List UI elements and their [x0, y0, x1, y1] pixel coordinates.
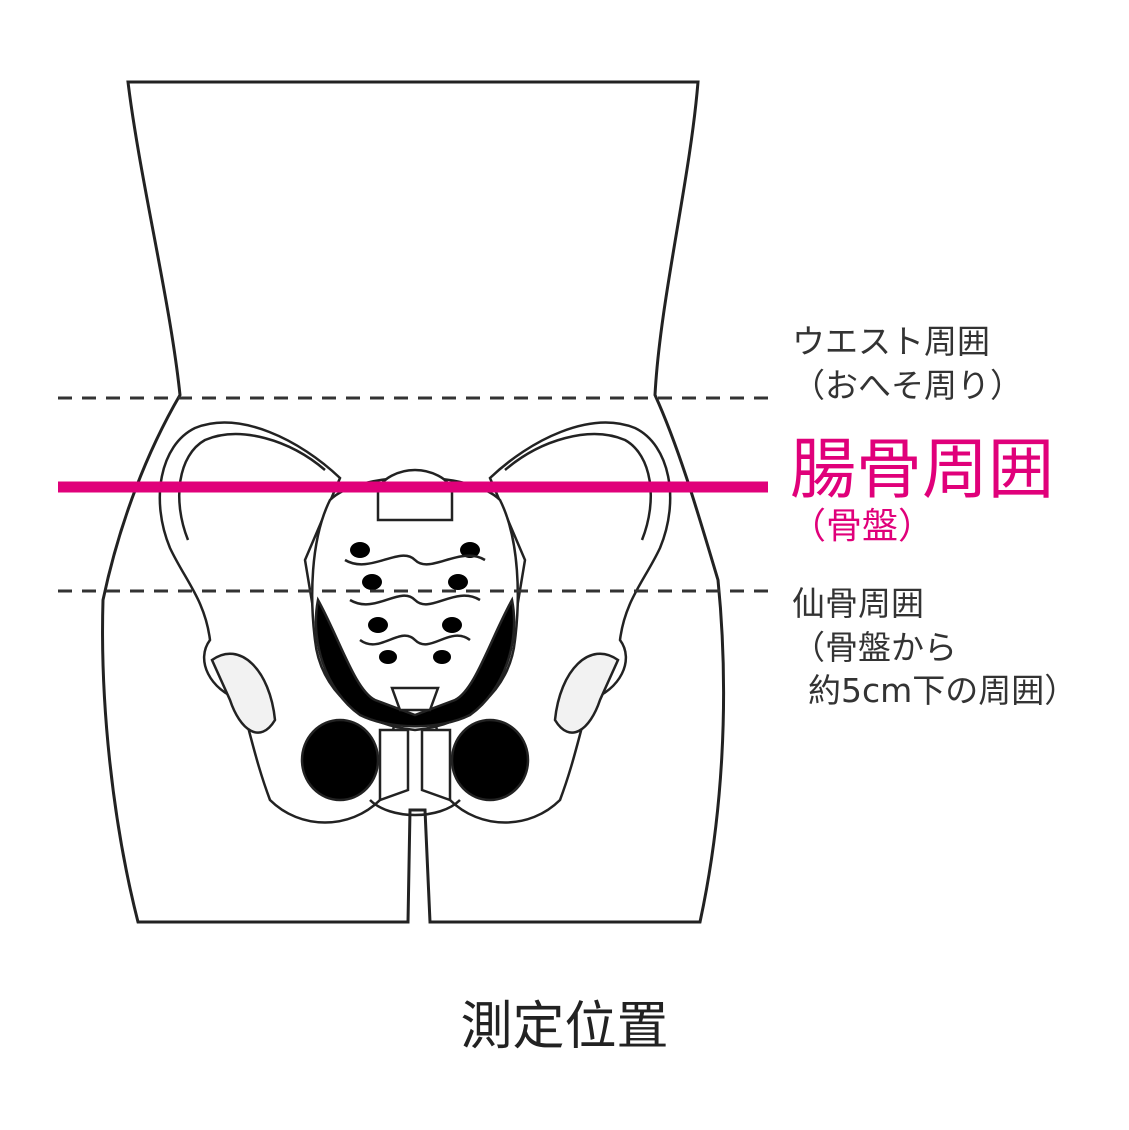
- sacrum-label-line2: （骨盤から: [792, 627, 957, 667]
- pelvis-illustration: [158, 421, 672, 824]
- left-obturator: [300, 718, 380, 802]
- waist-label: ウエスト周囲 （おへそ周り）: [792, 320, 1023, 407]
- ilium-label-sub: （骨盤）: [790, 505, 935, 547]
- sacral-mass: [314, 596, 516, 728]
- pubic-arch: [369, 799, 461, 817]
- ilium-label-title: 腸骨周囲: [790, 431, 1054, 508]
- right-obturator: [450, 718, 530, 802]
- sacral-foramina: [350, 542, 480, 664]
- vertebra-top: [376, 468, 454, 522]
- sacrum-label: 仙骨周囲 （骨盤から 約5cm下の周囲）: [792, 582, 1077, 713]
- left-hip-cap: [210, 652, 277, 734]
- waist-label-line2: （おへそ周り）: [792, 365, 1023, 405]
- pubic-symphysis: [378, 728, 452, 802]
- waist-label-line1: ウエスト周囲: [792, 322, 990, 361]
- diagram-caption: 測定位置: [460, 997, 669, 1057]
- sacral-ridges: [344, 554, 486, 646]
- sacrum-label-line3: 約5cm下の周囲）: [808, 671, 1078, 711]
- left-ilium-inner: [177, 432, 326, 541]
- sacrum-label-line1: 仙骨周囲: [792, 584, 924, 623]
- ilium-label: 腸骨周囲 （骨盤）: [790, 431, 1054, 548]
- right-ilium-inner: [504, 432, 653, 541]
- right-hip-cap: [553, 652, 620, 734]
- coccyx: [390, 686, 440, 712]
